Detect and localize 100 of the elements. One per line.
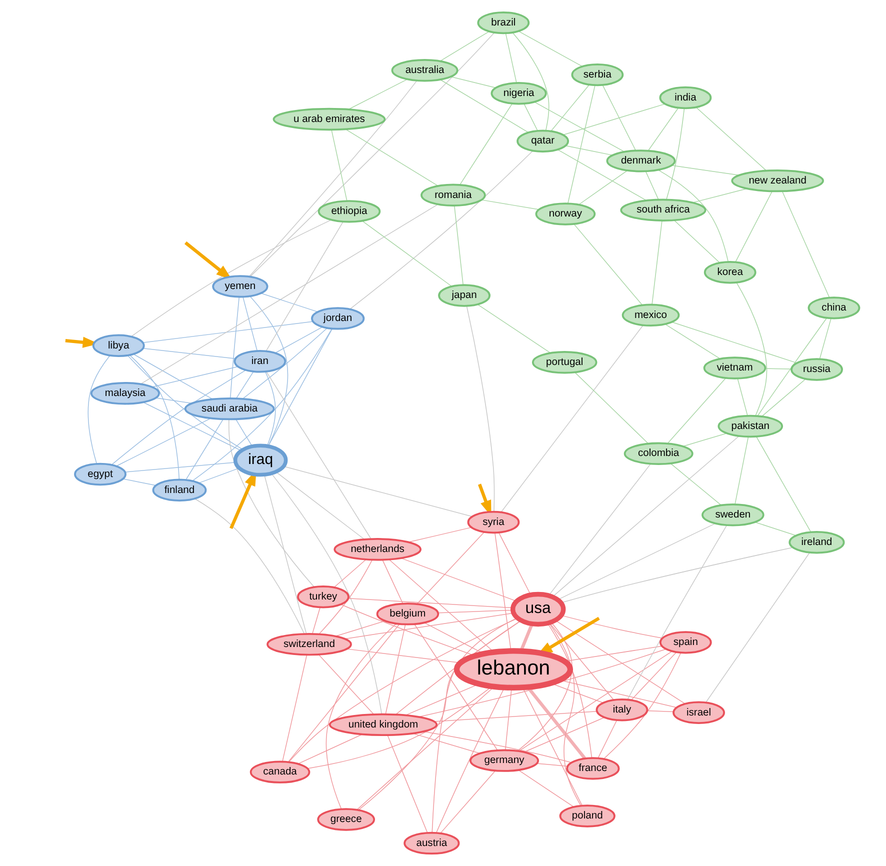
connector xyxy=(382,560,403,604)
connector xyxy=(192,328,332,482)
connector xyxy=(335,620,385,636)
connector xyxy=(658,170,728,262)
connector xyxy=(312,607,320,634)
connector xyxy=(564,145,612,156)
connector xyxy=(754,522,796,536)
connector xyxy=(142,321,313,344)
node-ellipse: austria xyxy=(403,832,460,855)
connector xyxy=(242,296,257,352)
node-ellipse: yemen xyxy=(212,275,268,298)
connector xyxy=(518,770,574,808)
connector xyxy=(651,220,662,305)
connector xyxy=(734,436,748,505)
connector xyxy=(362,220,452,287)
connector xyxy=(574,372,648,444)
node-ellipse: nigeria xyxy=(490,82,546,105)
connector xyxy=(562,104,665,136)
node-ellipse: lebanon xyxy=(453,648,573,690)
connector xyxy=(550,84,589,132)
connector xyxy=(518,31,582,67)
connector xyxy=(673,220,720,264)
connector xyxy=(764,368,792,370)
connector xyxy=(573,224,642,306)
connector xyxy=(548,622,614,700)
node-ellipse: qatar xyxy=(516,130,568,152)
connector xyxy=(249,32,494,277)
node-ellipse: netherlands xyxy=(333,538,421,561)
connector xyxy=(154,398,192,404)
connector xyxy=(546,623,592,758)
connector xyxy=(384,624,406,714)
node-ellipse: syria xyxy=(466,510,520,534)
node-ellipse: usa xyxy=(510,592,566,627)
node-ellipse: china xyxy=(807,296,860,320)
node-ellipse: jordan xyxy=(310,307,364,330)
connector xyxy=(671,322,797,364)
connector xyxy=(288,618,518,762)
node-ellipse: finland xyxy=(152,478,206,502)
node-ellipse: ireland xyxy=(788,531,844,554)
connector xyxy=(185,419,223,480)
connector xyxy=(248,80,417,277)
connector xyxy=(695,107,766,171)
arrow xyxy=(184,241,232,280)
connector xyxy=(756,436,811,532)
connector xyxy=(666,108,684,200)
connector xyxy=(548,622,581,806)
connector xyxy=(459,104,512,185)
connector xyxy=(523,104,538,131)
connector xyxy=(516,622,572,752)
connector xyxy=(736,378,748,416)
connector xyxy=(670,463,721,506)
connector xyxy=(116,418,210,466)
connector xyxy=(416,532,484,604)
connector xyxy=(630,652,676,700)
node-ellipse: russia xyxy=(790,358,842,381)
connector xyxy=(548,464,650,596)
node-ellipse: france xyxy=(566,757,620,780)
node-ellipse: switzerland xyxy=(266,632,352,656)
connector xyxy=(198,468,240,484)
connector xyxy=(504,33,516,83)
node-ellipse: malaysia xyxy=(90,382,160,405)
connector xyxy=(602,84,636,151)
connector xyxy=(330,130,347,202)
connector xyxy=(692,188,747,203)
connector xyxy=(122,478,156,486)
connector xyxy=(705,552,810,703)
connector xyxy=(736,282,767,416)
connector xyxy=(348,78,408,110)
connector xyxy=(297,734,362,764)
connector xyxy=(235,419,252,447)
connector xyxy=(347,598,512,608)
connector xyxy=(454,205,463,286)
connector xyxy=(235,372,254,399)
node-ellipse: u arab emirates xyxy=(272,108,386,131)
node-ellipse: new zealand xyxy=(730,169,824,192)
connector xyxy=(349,150,532,310)
connector xyxy=(151,366,238,388)
node-ellipse: belgium xyxy=(376,602,439,626)
node-ellipse: libya xyxy=(92,334,144,358)
connector xyxy=(228,419,314,588)
connector xyxy=(434,711,597,722)
connector xyxy=(536,763,568,767)
connector xyxy=(480,200,539,210)
connector xyxy=(466,306,494,512)
connector xyxy=(229,296,239,398)
connector xyxy=(437,610,513,614)
connector xyxy=(270,473,382,714)
node-ellipse: united kingdom xyxy=(328,713,438,736)
connector xyxy=(400,558,516,602)
connector xyxy=(274,326,322,354)
connector xyxy=(242,328,327,399)
connector xyxy=(249,296,288,446)
node-ellipse: korea xyxy=(703,261,756,284)
node-ellipse: iran xyxy=(233,350,286,373)
node-ellipse: greece xyxy=(316,808,374,831)
connector xyxy=(110,370,246,466)
node-ellipse: poland xyxy=(558,804,615,828)
connector xyxy=(423,731,572,763)
node-ellipse: saudi arabia xyxy=(184,397,274,420)
connector xyxy=(597,720,617,758)
